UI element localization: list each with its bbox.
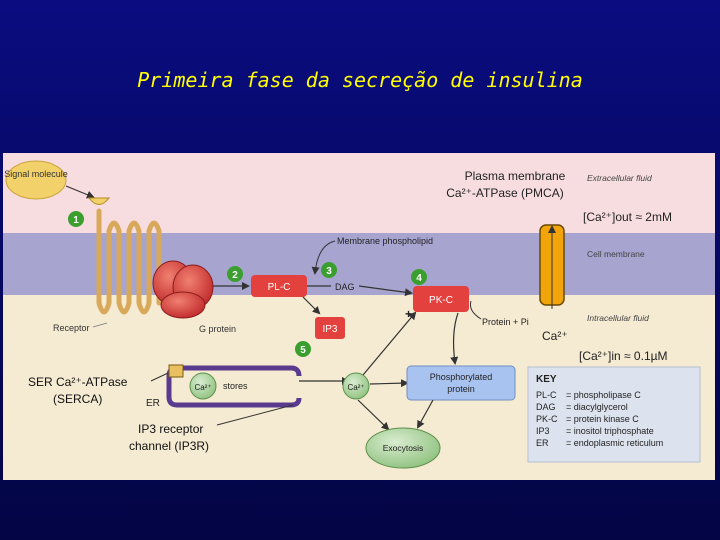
step-badges: 1 2 3 4 5 [68,211,427,357]
key-abbr-5: ER [536,438,549,448]
extracellular-fluid-label: Extracellular fluid [587,173,652,183]
serca-label-line1: SER Ca²⁺-ATPase [28,375,128,389]
ca-ion-label: Ca²⁺ [542,329,568,343]
serca-pump [168,364,184,378]
svg-text:PK-C: PK-C [429,295,453,306]
svg-text:Ca²⁺: Ca²⁺ [347,383,364,392]
er-ca-ion [189,372,217,400]
svg-text:IP3: IP3 [322,324,337,335]
ip3r-label-line1: IP3 receptor [138,422,203,436]
svg-text:3: 3 [326,266,332,277]
key-def-1: = phospholipase C [566,390,641,400]
svg-text:4: 4 [416,273,422,284]
ca-in-label: [Ca²⁺]in ≈ 0.1µM [579,349,668,363]
pkc-box [413,286,469,312]
plus-sign: + [405,307,412,321]
intracellular-fluid-label: Intracellular fluid [587,313,649,323]
svg-text:Exocytosis: Exocytosis [383,443,424,453]
svg-text:Phosphorylated: Phosphorylated [430,372,493,382]
key-abbr-4: IP3 [536,426,550,436]
svg-text:2: 2 [232,270,238,281]
key-def-5: = endoplasmic reticulum [566,438,663,448]
exocytosis-oval [365,427,441,469]
receptor-binding-site [87,197,111,205]
ca-out-label: [Ca²⁺]out ≈ 2mM [583,210,672,224]
pmca-label-line2: Ca²⁺-ATPase (PMCA) [446,186,563,200]
extracellular-region [3,153,715,233]
er-label: ER [146,398,160,409]
signal-molecule-label: Signal molecule [4,169,68,179]
ip3-box [315,317,345,339]
svg-text:PL-C: PL-C [268,282,291,293]
receptor-label: Receptor [53,323,90,333]
signal-arrow [65,185,95,199]
g-protein [152,260,214,319]
signal-molecule-oval [5,160,67,200]
receptor [96,208,162,315]
key-def-4: = inositol triphosphate [566,426,654,436]
slide-title: Primeira fase da secreção de insulina [137,68,583,92]
signal-pathway-diagram: Signal molecule 1 2 3 4 5 Receptor G pro… [3,153,715,480]
pmca-label-line1: Plasma membrane [465,169,566,183]
svg-text:protein: protein [447,384,475,394]
cytosolic-ca-ion [342,372,370,400]
protein-pi-label: Protein + Pi [482,317,529,327]
key-abbr-2: DAG [536,402,556,412]
phosphorylated-protein-box [406,365,516,401]
stores-label: stores [223,381,248,391]
svg-text:5: 5 [300,345,306,356]
ip3r-label-line2: channel (IP3R) [129,439,209,453]
key-abbr-1: PL-C [536,390,557,400]
serca-label-line2: (SERCA) [53,392,102,406]
cell-membrane-region [3,233,715,295]
key-title: KEY [536,374,557,385]
plc-box [251,275,307,297]
key-abbr-3: PK-C [536,414,558,424]
key-box: KEY PL-C = phospholipase C DAG = diacylg… [527,366,701,463]
svg-text:1: 1 [73,215,79,226]
svg-text:Ca²⁺: Ca²⁺ [194,383,211,392]
membrane-phospholipid-label: Membrane phospholipid [337,236,433,246]
key-def-3: = protein kinase C [566,414,639,424]
cell-membrane-label: Cell membrane [587,249,645,259]
key-def-2: = diacylglycerol [566,402,628,412]
dag-label: DAG [335,282,355,292]
g-protein-label: G protein [199,324,236,334]
